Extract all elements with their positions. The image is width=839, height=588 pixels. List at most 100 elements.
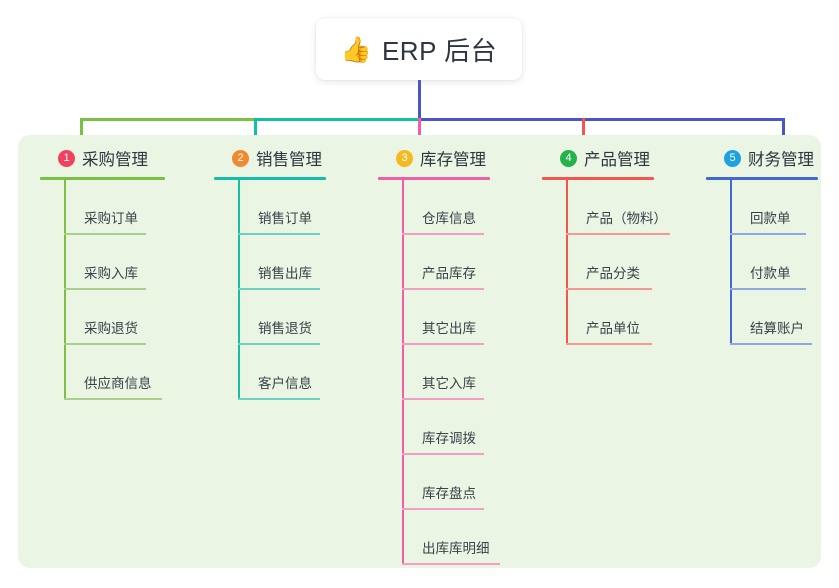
leaf-item-label: 仓库信息 bbox=[422, 211, 476, 226]
leaf-item-rule bbox=[238, 233, 320, 235]
column-3: 3 库存管理仓库信息产品库存其它出库其它入库库存调拨库存盘点出库库明细 bbox=[378, 146, 500, 565]
column-title: 财务管理 bbox=[748, 151, 814, 169]
branch-spine bbox=[64, 180, 66, 400]
column-header-2[interactable]: 2 销售管理 bbox=[214, 146, 326, 170]
number-badge-icon: 4 bbox=[560, 149, 577, 167]
bus-segment-teal bbox=[254, 118, 420, 121]
leaf-item[interactable]: 产品（物料） bbox=[542, 180, 670, 235]
branch-spine bbox=[402, 180, 404, 565]
column-header-5[interactable]: 5 财务管理 bbox=[706, 146, 818, 170]
leaf-item[interactable]: 产品分类 bbox=[542, 235, 654, 290]
leaf-item-label: 销售订单 bbox=[258, 211, 312, 226]
leaf-item-rule bbox=[730, 233, 806, 235]
column-header-rule bbox=[40, 177, 165, 180]
bus-segment-green bbox=[80, 118, 256, 121]
leaf-item-rule bbox=[238, 343, 320, 345]
number-badge-icon: 1 bbox=[58, 149, 75, 167]
leaf-item[interactable]: 其它出库 bbox=[378, 290, 490, 345]
column-1: 1 采购管理采购订单采购入库采购退货供应商信息 bbox=[40, 146, 165, 400]
column-header-4[interactable]: 4 产品管理 bbox=[542, 146, 654, 170]
leaf-item-rule bbox=[730, 343, 812, 345]
leaf-item[interactable]: 销售出库 bbox=[214, 235, 326, 290]
leaf-item[interactable]: 客户信息 bbox=[214, 345, 326, 400]
drop-connector-2 bbox=[254, 118, 257, 148]
leaf-item-label: 销售退货 bbox=[258, 321, 312, 336]
leaf-item[interactable]: 采购退货 bbox=[40, 290, 165, 345]
drop-connector-1 bbox=[80, 118, 83, 148]
column-title: 库存管理 bbox=[420, 151, 486, 169]
leaf-item-label: 采购订单 bbox=[84, 211, 138, 226]
column-header-rule bbox=[542, 177, 654, 180]
leaf-item-label: 结算账户 bbox=[750, 321, 804, 336]
leaf-item-label: 销售出库 bbox=[258, 266, 312, 281]
drop-connector-3 bbox=[418, 118, 421, 148]
leaf-item[interactable]: 销售订单 bbox=[214, 180, 326, 235]
column-header-3[interactable]: 3 库存管理 bbox=[378, 146, 490, 170]
column-header-rule bbox=[214, 177, 326, 180]
leaf-item-label: 产品（物料） bbox=[586, 211, 667, 226]
branch-spine bbox=[238, 180, 240, 400]
leaf-item-label: 出库库明细 bbox=[422, 541, 490, 556]
leaf-item-rule bbox=[64, 233, 146, 235]
leaf-item[interactable]: 结算账户 bbox=[706, 290, 818, 345]
leaf-item-rule bbox=[402, 343, 484, 345]
leaf-item-rule bbox=[64, 398, 162, 400]
leaf-item-rule bbox=[566, 233, 670, 235]
leaf-item-rule bbox=[566, 288, 652, 290]
leaf-item-label: 客户信息 bbox=[258, 376, 312, 391]
number-badge-icon: 2 bbox=[232, 149, 249, 167]
leaf-item[interactable]: 出库库明细 bbox=[378, 510, 500, 565]
leaf-item-label: 库存盘点 bbox=[422, 486, 476, 501]
leaf-item[interactable]: 库存调拨 bbox=[378, 400, 490, 455]
leaf-item-label: 付款单 bbox=[750, 266, 791, 281]
leaf-item-label: 回款单 bbox=[750, 211, 791, 226]
column-header-1[interactable]: 1 采购管理 bbox=[40, 146, 165, 170]
leaf-item-label: 产品分类 bbox=[586, 266, 640, 281]
leaf-item-rule bbox=[730, 288, 806, 290]
column-branch: 产品（物料） 产品分类产品单位 bbox=[542, 180, 670, 345]
leaf-item[interactable]: 采购入库 bbox=[40, 235, 165, 290]
leaf-item-rule bbox=[566, 343, 652, 345]
leaf-item[interactable]: 产品单位 bbox=[542, 290, 654, 345]
column-title: 销售管理 bbox=[256, 151, 322, 169]
number-badge-icon: 3 bbox=[396, 149, 413, 167]
leaf-item-label: 产品单位 bbox=[586, 321, 640, 336]
leaf-item-rule bbox=[402, 233, 484, 235]
column-branch: 仓库信息产品库存其它出库其它入库库存调拨库存盘点出库库明细 bbox=[378, 180, 500, 565]
diagram-panel: 1 采购管理采购订单采购入库采购退货供应商信息 2 销售管理销售订单销售出库销售退货客… bbox=[18, 135, 821, 568]
leaf-item[interactable]: 库存盘点 bbox=[378, 455, 490, 510]
leaf-item-label: 采购退货 bbox=[84, 321, 138, 336]
leaf-item-label: 其它入库 bbox=[422, 376, 476, 391]
column-title: 采购管理 bbox=[82, 151, 148, 169]
root-node-card[interactable]: 👍 ERP 后台 bbox=[316, 18, 522, 80]
column-header-rule bbox=[378, 177, 490, 180]
leaf-item-label: 供应商信息 bbox=[84, 376, 152, 391]
leaf-item-rule bbox=[64, 343, 146, 345]
leaf-item-rule bbox=[402, 508, 484, 510]
column-title: 产品管理 bbox=[584, 151, 650, 169]
root-node-title: ERP 后台 bbox=[381, 35, 498, 66]
leaf-item-rule bbox=[238, 398, 320, 400]
leaf-item[interactable]: 采购订单 bbox=[40, 180, 165, 235]
leaf-item-rule bbox=[402, 453, 484, 455]
drop-connector-4 bbox=[582, 118, 585, 148]
leaf-item[interactable]: 销售退货 bbox=[214, 290, 326, 345]
leaf-item[interactable]: 仓库信息 bbox=[378, 180, 490, 235]
leaf-item-label: 其它出库 bbox=[422, 321, 476, 336]
leaf-item-rule bbox=[238, 288, 320, 290]
leaf-item-rule bbox=[402, 288, 484, 290]
leaf-item-label: 库存调拨 bbox=[422, 431, 476, 446]
leaf-item-rule bbox=[64, 288, 146, 290]
leaf-item-rule bbox=[402, 398, 484, 400]
column-2: 2 销售管理销售订单销售出库销售退货客户信息 bbox=[214, 146, 326, 400]
column-branch: 回款单付款单结算账户 bbox=[706, 180, 818, 345]
bus-segment-blue bbox=[418, 118, 785, 121]
leaf-item[interactable]: 付款单 bbox=[706, 235, 818, 290]
leaf-item[interactable]: 回款单 bbox=[706, 180, 818, 235]
column-branch: 采购订单采购入库采购退货供应商信息 bbox=[40, 180, 165, 400]
leaf-item[interactable]: 供应商信息 bbox=[40, 345, 165, 400]
root-trunk-connector bbox=[418, 80, 421, 119]
number-badge-icon: 5 bbox=[724, 149, 741, 167]
leaf-item[interactable]: 产品库存 bbox=[378, 235, 490, 290]
leaf-item[interactable]: 其它入库 bbox=[378, 345, 490, 400]
